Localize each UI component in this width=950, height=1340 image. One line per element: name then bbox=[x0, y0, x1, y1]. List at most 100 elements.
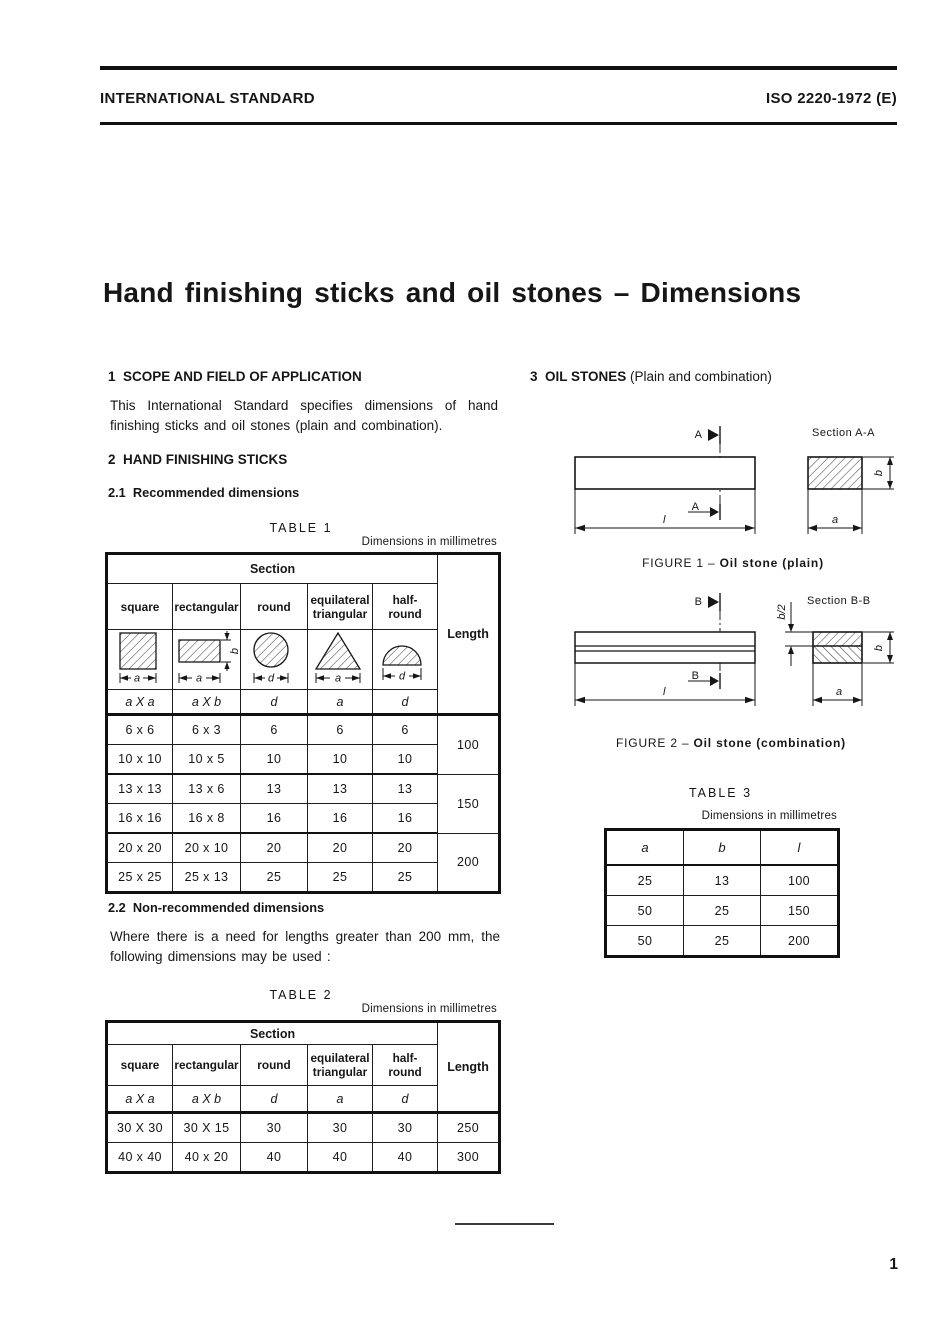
table1-symbol-halfround: d bbox=[371, 689, 439, 716]
round-section-pictogram: d bbox=[240, 629, 308, 690]
table1-cell: 25 x 25 bbox=[106, 862, 173, 893]
table1-cell: 6 x 3 bbox=[172, 714, 241, 745]
figure2-caption-prefix: FIGURE 2 – bbox=[616, 736, 694, 750]
page-title: Hand finishing sticks and oil stones – D… bbox=[103, 277, 802, 308]
round-dim-label: d bbox=[268, 673, 275, 685]
table1-length-value: 100 bbox=[437, 714, 501, 775]
table2-cell: 30 X 15 bbox=[172, 1112, 241, 1143]
table3-cell: 150 bbox=[760, 895, 839, 926]
figure1-length-dim-label: l bbox=[663, 514, 666, 526]
header-left-label: INTERNATIONAL STANDARD bbox=[100, 90, 315, 107]
table2-caption: TABLE 2 bbox=[269, 988, 333, 1002]
table3-cell: 50 bbox=[605, 925, 684, 957]
table3-col-b: b bbox=[683, 829, 761, 866]
table2-section-header: Section bbox=[105, 1021, 439, 1045]
table1-cell: 20 x 20 bbox=[106, 832, 173, 863]
paragraph-scope: This International Standard specifies di… bbox=[110, 398, 498, 433]
table1-cell: 6 bbox=[371, 714, 439, 745]
table1-cell: 10 bbox=[371, 744, 439, 775]
triangular-section-pictogram: a bbox=[307, 629, 373, 690]
table1-cell: 13 bbox=[240, 773, 308, 804]
table1-cell: 6 bbox=[307, 714, 373, 745]
figure2-a-dim-label: a bbox=[836, 686, 842, 698]
table1-cell: 10 bbox=[240, 744, 308, 775]
heading-hand-finishing-sticks: 2 HAND FINISHING STICKS bbox=[108, 452, 288, 467]
figure1-caption-title: Oil stone (plain) bbox=[719, 556, 824, 570]
table1-length-value: 150 bbox=[437, 773, 501, 834]
figure2-b-dim-label: b bbox=[873, 645, 885, 651]
table1-cell: 13 x 13 bbox=[106, 773, 173, 804]
table3-cell: 100 bbox=[760, 864, 839, 896]
table2-col-half-round: half- round bbox=[371, 1044, 439, 1086]
square-section-pictogram: a bbox=[106, 629, 173, 690]
table1-symbol-rectangular: a X b bbox=[172, 689, 241, 716]
table1-cell: 6 bbox=[240, 714, 308, 745]
table2-cell: 40 x 40 bbox=[106, 1142, 173, 1173]
table1-cell: 25 x 13 bbox=[172, 862, 241, 893]
table1-cell: 25 bbox=[371, 862, 439, 893]
table1: Section Length square rectangular round … bbox=[105, 552, 502, 894]
figure2-caption: FIGURE 2 – Oil stone (combination) bbox=[557, 736, 905, 750]
halfround-dim-label: d bbox=[399, 671, 406, 683]
figure1-cut-label-top: A bbox=[695, 429, 703, 441]
table1-section-header: Section bbox=[105, 553, 439, 584]
heading-oil-stones-subtitle: (Plain and combination) bbox=[626, 369, 772, 384]
table2-symbol-square: a X a bbox=[106, 1085, 173, 1114]
table1-cell: 25 bbox=[307, 862, 373, 893]
table2-col-round: round bbox=[240, 1044, 308, 1086]
table1-col-equilateral-triangular: equilateral triangular bbox=[307, 583, 373, 630]
header-rule-bottom bbox=[100, 122, 897, 125]
table2-cell: 40 bbox=[240, 1142, 308, 1173]
table3: a b l 25 13 100 50 25 150 50 25 200 bbox=[604, 828, 840, 958]
table3-col-a: a bbox=[605, 829, 684, 866]
table1-cell: 6 x 6 bbox=[106, 714, 173, 745]
page-number: 1 bbox=[889, 1256, 898, 1273]
table1-cell: 13 bbox=[371, 773, 439, 804]
heading-recommended-dimensions: 2.1 Recommended dimensions bbox=[108, 485, 300, 500]
table1-cell: 10 x 10 bbox=[106, 744, 173, 775]
triangle-dim-label: a bbox=[335, 673, 341, 685]
table2-col-rectangular: rectangular bbox=[172, 1044, 241, 1086]
table3-cell: 25 bbox=[683, 895, 761, 926]
table1-units: Dimensions in millimetres bbox=[361, 536, 497, 548]
table1-cell: 10 x 5 bbox=[172, 744, 241, 775]
table2-cell: 30 bbox=[240, 1112, 308, 1143]
table3-cell: 13 bbox=[683, 864, 761, 896]
table3-cell: 200 bbox=[760, 925, 839, 957]
table1-col-rectangular: rectangular bbox=[172, 583, 241, 630]
table2-units: Dimensions in millimetres bbox=[361, 1003, 497, 1015]
table1-cell: 13 x 6 bbox=[172, 773, 241, 804]
figure2-length-dim-label: l bbox=[663, 686, 666, 698]
table1-symbol-square: a X a bbox=[106, 689, 173, 716]
table1-cell: 20 x 10 bbox=[172, 832, 241, 863]
table2-cell: 30 bbox=[307, 1112, 373, 1143]
figure1-b-dim-label: b bbox=[873, 470, 885, 476]
table2-cell: 40 bbox=[307, 1142, 373, 1173]
table1-cell: 20 bbox=[240, 832, 308, 863]
figure2-caption-title: Oil stone (combination) bbox=[693, 736, 846, 750]
figure2-b-half-dim-label: b/2 bbox=[776, 604, 788, 619]
figure2-section-label: Section B-B bbox=[807, 595, 871, 607]
table2-symbol-rectangular: a X b bbox=[172, 1085, 241, 1114]
table1-cell: 20 bbox=[307, 832, 373, 863]
table1-cell: 13 bbox=[307, 773, 373, 804]
figure2-cut-label-bottom: B bbox=[692, 670, 699, 682]
heading-oil-stones-number: 3 OIL STONES bbox=[530, 369, 627, 384]
table2-col-square: square bbox=[106, 1044, 173, 1086]
table2-length-value: 250 bbox=[437, 1112, 501, 1143]
table1-cell: 16 x 16 bbox=[106, 803, 173, 834]
table1-length-value: 200 bbox=[437, 832, 501, 893]
table3-units: Dimensions in millimetres bbox=[701, 810, 837, 822]
table3-caption: TABLE 3 bbox=[688, 786, 753, 800]
table1-symbol-triangular: a bbox=[307, 689, 373, 716]
paragraph-non-recommended: Where there is a need for lengths greate… bbox=[110, 929, 500, 964]
heading-oil-stones: 3 OIL STONES (Plain and combination) bbox=[530, 369, 772, 384]
heading-non-recommended-dimensions: 2.2 Non-recommended dimensions bbox=[108, 900, 325, 915]
heading-scope: 1 SCOPE AND FIELD OF APPLICATION bbox=[108, 369, 362, 384]
figure1-caption-prefix: FIGURE 1 – bbox=[642, 556, 720, 570]
table3-cell: 25 bbox=[683, 925, 761, 957]
table1-col-round: round bbox=[240, 583, 308, 630]
footer-divider bbox=[455, 1223, 554, 1225]
table2-symbol-halfround: d bbox=[371, 1085, 439, 1114]
table1-cell: 25 bbox=[240, 862, 308, 893]
